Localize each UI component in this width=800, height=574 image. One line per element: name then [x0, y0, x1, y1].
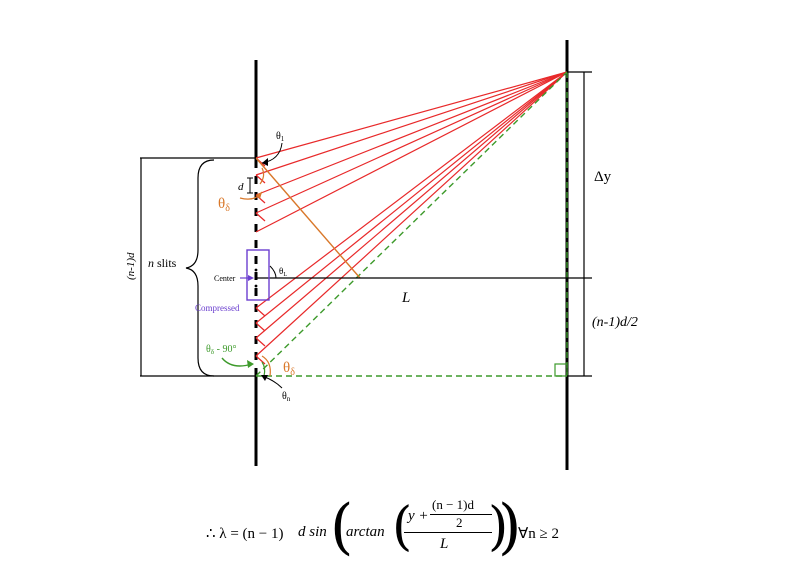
theta-L-arc: [269, 265, 277, 279]
theta-delta-bottom-arc: [261, 355, 271, 377]
outer-fraction-line: [404, 532, 492, 533]
d-label: d: [238, 181, 244, 193]
theta-delta-bottom-label: θδ: [283, 360, 295, 378]
formula-num-bottom: 2: [456, 515, 463, 530]
n1d2-label: (n-1)d/2: [592, 315, 638, 330]
outer-right-paren: ): [498, 492, 522, 562]
green-diagonal-ray: [255, 71, 568, 377]
n1d-label: (n-1)d: [125, 252, 137, 280]
red-rays: [255, 71, 568, 365]
outer-left-paren: (: [330, 492, 354, 562]
theta-delta-top-label: θδ: [218, 196, 230, 214]
compressed-label: Compressed: [195, 303, 240, 313]
wavelength-formula: ∴ λ = (n − 1) d sin ( arctan ( y + (n − …: [0, 492, 800, 564]
center-label: Center: [214, 274, 236, 283]
formula-num-top: (n − 1)d: [432, 497, 474, 512]
inner-left-paren: (: [392, 497, 413, 557]
inner-fraction-line: [430, 514, 492, 515]
formula-prefix: ∴ λ = (n − 1): [206, 526, 284, 542]
formula-d-sin: d sin: [298, 524, 327, 540]
L-label: L: [401, 290, 410, 306]
formula-y-plus: y +: [408, 508, 429, 524]
n-slits-label: n slits: [148, 256, 177, 270]
right-angle-marker: [554, 363, 568, 377]
theta-L-label: θL: [279, 266, 287, 278]
delta-y-label: Δy: [594, 169, 612, 185]
n-slits-brace: [185, 159, 215, 377]
orange-perpendicular: [255, 157, 361, 279]
inner-right-paren: ): [488, 497, 509, 557]
formula-suffix: ∀n ≥ 2: [518, 526, 559, 542]
formula-arctan: arctan: [346, 524, 385, 540]
theta-delta-90-label: θδ - 90°: [206, 344, 236, 356]
theta1-label: θ1: [276, 131, 285, 143]
formula-den: L: [440, 536, 449, 552]
theta-n-label: θn: [282, 391, 291, 403]
center-box: [246, 249, 270, 301]
